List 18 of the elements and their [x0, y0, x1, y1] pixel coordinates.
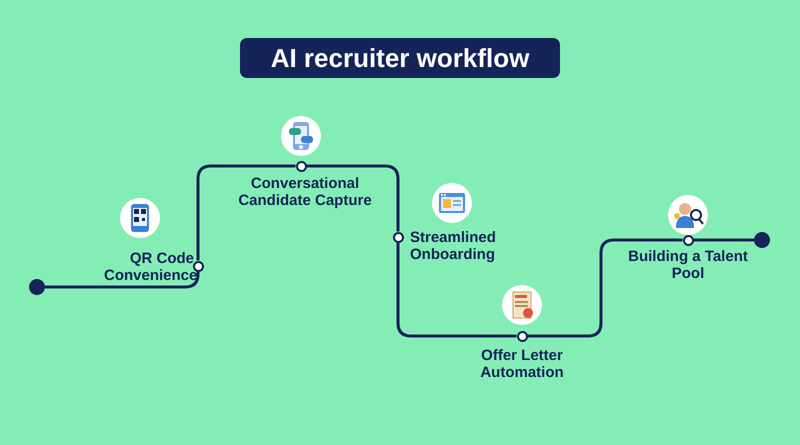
connector-line: [694, 238, 754, 242]
connector-line: [45, 272, 200, 288]
milestone-marker: [682, 234, 694, 246]
endpoint-dot: [29, 279, 45, 295]
step-label: Streamlined Onboarding: [410, 229, 497, 263]
step-label: QR Code Convenience: [104, 250, 194, 284]
connector-line: [528, 238, 682, 338]
endpoint-dot: [754, 232, 770, 248]
milestone-marker: [516, 330, 528, 342]
connector-line: [306, 164, 400, 232]
milestone-marker: [296, 160, 306, 172]
step-label: Offer Letter Automation: [479, 347, 565, 381]
connector-line: [196, 164, 296, 260]
connector-line: [396, 242, 516, 338]
step-label: Conversational Candidate Capture: [237, 175, 373, 209]
step-label: Building a Talent Pool: [628, 248, 748, 282]
title-banner: AI recruiter workflow: [240, 38, 560, 78]
milestone-marker: [392, 232, 404, 242]
